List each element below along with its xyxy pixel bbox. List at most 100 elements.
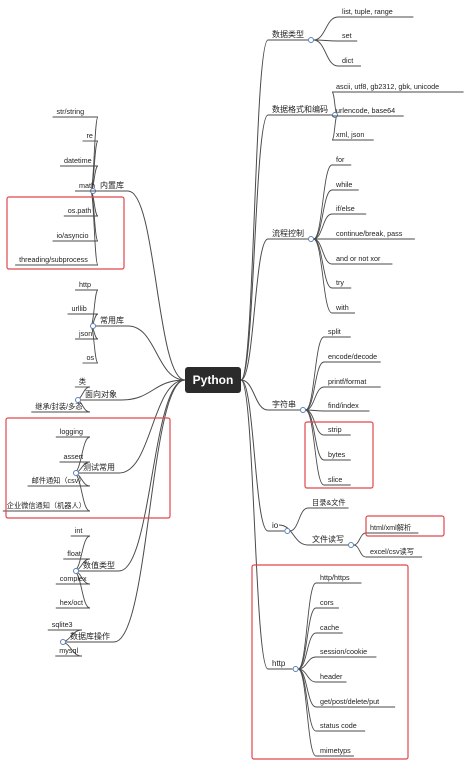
leaf-node[interactable]: io/asyncio — [52, 231, 98, 242]
leaf-node[interactable]: urllib — [67, 304, 98, 315]
leaf-node[interactable]: strip — [324, 425, 351, 436]
leaf-node[interactable]: status code — [316, 721, 366, 732]
leaf-node[interactable]: json — [75, 329, 98, 340]
leaf-node[interactable]: mimetyps — [316, 746, 354, 757]
leaf-label: ascii, utf8, gb2312, gbk, unicode — [336, 82, 439, 91]
branch-node[interactable]: 字符串 — [268, 399, 306, 413]
leaf-node[interactable]: 类 — [74, 377, 90, 388]
leaf-node[interactable]: slice — [324, 475, 351, 486]
leaf-label: math — [79, 181, 95, 190]
leaf-label: re — [87, 131, 93, 140]
leaf-node[interactable]: printf/format — [324, 377, 381, 388]
leaf-node[interactable]: int — [70, 526, 90, 537]
collapse-dot-icon[interactable] — [300, 407, 306, 413]
root-node[interactable]: Python — [185, 367, 241, 393]
branch-label: 流程控制 — [272, 228, 304, 238]
branch-node[interactable]: 流程控制 — [268, 228, 314, 242]
leaf-node[interactable]: header — [316, 672, 347, 683]
collapse-dot-icon[interactable] — [73, 470, 79, 476]
leaf-label: session/cookie — [320, 647, 367, 656]
leaf-label: try — [336, 278, 344, 287]
branch-node[interactable]: 面向对象 — [75, 389, 122, 403]
leaf-label: mimetyps — [320, 746, 351, 755]
branch-node[interactable]: 数据格式和编码 — [268, 104, 338, 118]
leaf-node[interactable]: continue/break, pass — [332, 229, 415, 240]
collapse-dot-icon[interactable] — [308, 37, 314, 43]
leaf-label: urllib — [72, 304, 87, 313]
leaf-node[interactable]: complex — [55, 574, 90, 585]
collapse-dot-icon[interactable] — [90, 323, 96, 329]
leaf-node[interactable]: re — [82, 131, 98, 142]
leaf-label: bytes — [328, 450, 346, 459]
leaf-node[interactable]: set — [338, 31, 358, 42]
leaf-node[interactable]: hex/oct — [55, 598, 90, 609]
branch-node[interactable]: 内置库 — [90, 180, 129, 194]
branch-node[interactable]: 数据库操作 — [60, 631, 115, 645]
leaf-node[interactable]: 邮件通知（csv） — [27, 476, 90, 487]
branch-label: 测试常用 — [83, 462, 115, 472]
leaf-node[interactable]: with — [332, 303, 355, 314]
leaf-node[interactable]: math — [75, 181, 98, 192]
leaf-node[interactable]: assert — [59, 452, 90, 463]
branch-node[interactable]: 数据类型 — [268, 29, 314, 43]
root-box — [185, 367, 241, 393]
leaf-node[interactable]: 目录&文件 — [308, 498, 349, 509]
collapse-dot-icon[interactable] — [292, 666, 299, 672]
collapse-dot-icon[interactable] — [73, 568, 79, 574]
collapse-dot-icon[interactable] — [284, 528, 291, 534]
collapse-dot-icon[interactable] — [348, 542, 354, 548]
leaf-node[interactable]: os.path — [63, 206, 98, 217]
leaf-node[interactable]: and or not xor — [332, 254, 393, 265]
leaf-node[interactable]: datetime — [60, 156, 98, 167]
leaf-node[interactable]: while — [332, 180, 359, 191]
child-link — [313, 189, 333, 240]
branch-node[interactable]: 常用库 — [90, 315, 129, 329]
collapse-dot-icon[interactable] — [60, 639, 66, 645]
branch-label: 数据库操作 — [70, 631, 110, 641]
leaf-node[interactable]: cors — [316, 598, 339, 609]
leaf-node[interactable]: http — [75, 280, 98, 291]
leaf-node[interactable]: str/string — [52, 107, 98, 118]
branch-label: 数据格式和编码 — [272, 104, 328, 114]
leaf-node[interactable]: split — [324, 327, 351, 338]
leaf-node[interactable]: dict — [338, 56, 361, 67]
leaf-label: with — [335, 303, 349, 312]
leaf-node[interactable]: try — [332, 278, 352, 289]
leaf-node[interactable]: list, tuple, range — [338, 7, 414, 18]
child-link — [313, 213, 333, 240]
leaf-node[interactable]: logging — [55, 427, 90, 438]
leaf-node[interactable]: session/cookie — [316, 647, 377, 658]
leaf-node[interactable]: find/index — [324, 401, 370, 412]
leaf-node[interactable]: mysql — [55, 646, 82, 657]
leaf-node[interactable]: http/https — [316, 573, 362, 584]
branch-node[interactable]: http — [268, 659, 299, 672]
collapse-dot-icon[interactable] — [308, 236, 314, 242]
leaf-node[interactable]: float — [63, 549, 90, 560]
leaf-node[interactable]: sqlite3 — [47, 620, 82, 631]
branch-label: 字符串 — [272, 399, 296, 409]
leaf-node[interactable]: get/post/delete/put — [316, 697, 396, 708]
leaf-node[interactable]: cache — [316, 623, 343, 634]
child-link — [313, 238, 333, 265]
leaf-node[interactable]: threading/subprocess — [15, 255, 98, 266]
leaf-node[interactable]: excel/csv读写 — [366, 547, 423, 558]
branch-node[interactable]: 数值类型 — [73, 560, 120, 574]
leaf-node[interactable]: 继承/封装/多态 — [31, 402, 90, 413]
branch-link — [113, 379, 186, 643]
branch-node[interactable]: io — [268, 521, 291, 534]
leaf-node[interactable]: 企业微信通知（机器人） — [2, 501, 90, 512]
branch-node[interactable]: 文件读写 — [308, 534, 354, 548]
leaf-node[interactable]: for — [332, 155, 352, 166]
leaf-node[interactable]: if/else — [332, 204, 367, 215]
leaf-node[interactable]: ascii, utf8, gb2312, gbk, unicode — [332, 82, 464, 93]
leaf-label: find/index — [328, 401, 359, 410]
leaf-node[interactable]: encode/decode — [324, 352, 381, 363]
leaf-label: int — [75, 526, 83, 535]
leaf-node[interactable]: urlencode, base64 — [332, 106, 404, 117]
leaf-node[interactable]: os — [82, 353, 98, 364]
leaf-node[interactable]: html/xml解析 — [366, 523, 419, 534]
leaf-node[interactable]: bytes — [324, 450, 351, 461]
branch-node[interactable]: 测试常用 — [73, 462, 120, 476]
collapse-dot-icon[interactable] — [75, 397, 81, 403]
leaf-node[interactable]: xml, json — [332, 130, 374, 141]
